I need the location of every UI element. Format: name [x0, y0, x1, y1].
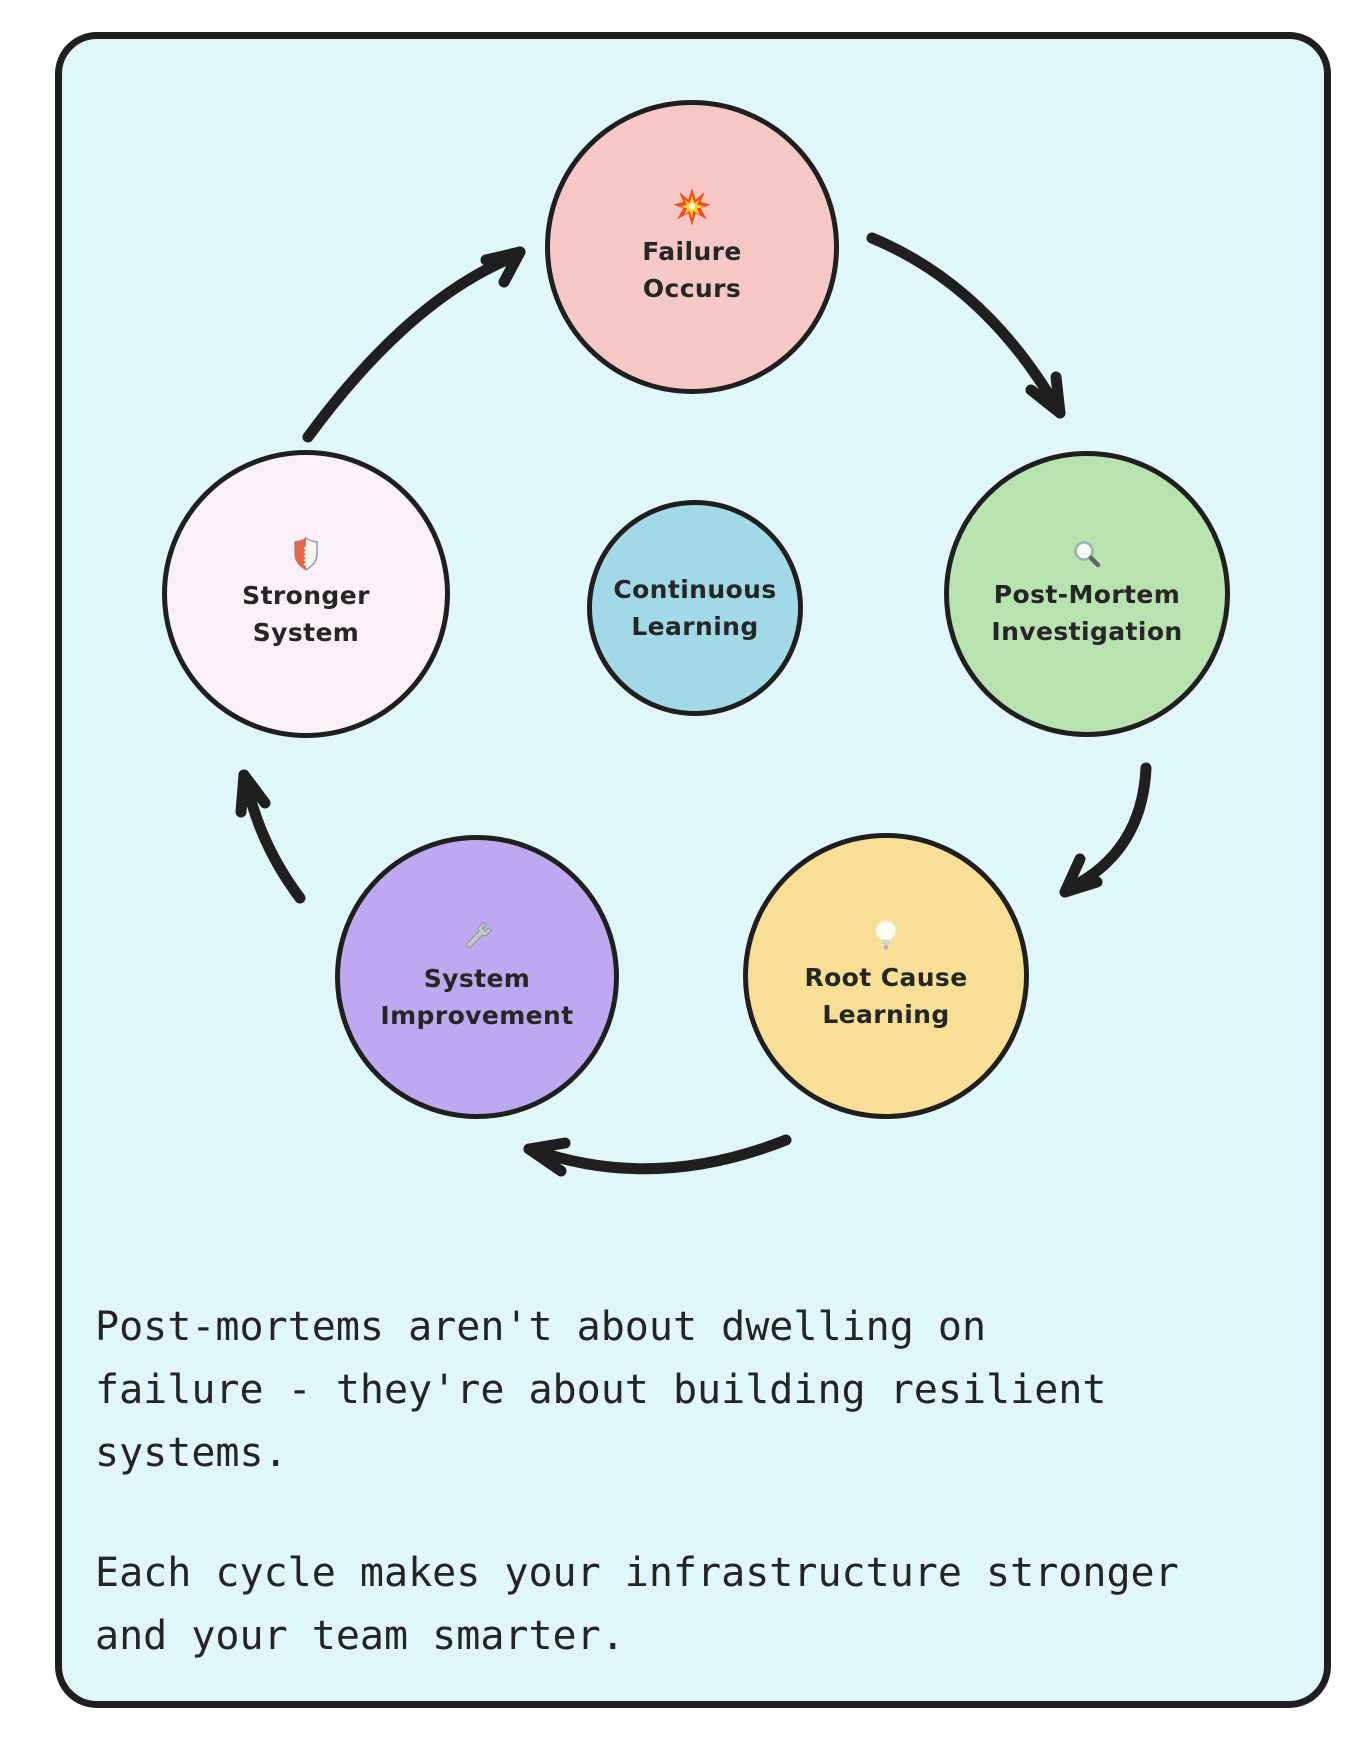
node-failure-occurs: Failure Occurs	[545, 100, 839, 394]
node-label: Root Cause Learning	[804, 962, 968, 1030]
node-label: Failure Occurs	[642, 236, 742, 304]
wrench-icon	[460, 920, 494, 954]
magnifier-icon	[1071, 538, 1103, 570]
node-continuous-learning: Continuous Learning	[587, 500, 803, 716]
node-label: Post-Mortem Investigation	[991, 579, 1183, 647]
node-root-cause-learning: Root Cause Learning	[743, 833, 1029, 1119]
node-system-improvement: System Improvement	[335, 835, 619, 1119]
node-stronger-system: Stronger System	[162, 450, 450, 738]
lightbulb-icon	[871, 919, 901, 953]
shield-icon	[292, 536, 320, 571]
node-post-mortem-investigation: Post-Mortem Investigation	[944, 451, 1230, 737]
explosion-icon	[672, 187, 712, 227]
caption-paragraph-2: Each cycle makes your infrastructure str…	[95, 1549, 1179, 1659]
node-label: System Improvement	[380, 963, 574, 1031]
caption-text: Post-mortems aren't about dwelling on fa…	[95, 1296, 1285, 1724]
caption-paragraph-1: Post-mortems aren't about dwelling on fa…	[95, 1304, 1107, 1477]
node-label: Continuous Learning	[613, 574, 777, 642]
node-label: Stronger System	[242, 580, 370, 648]
